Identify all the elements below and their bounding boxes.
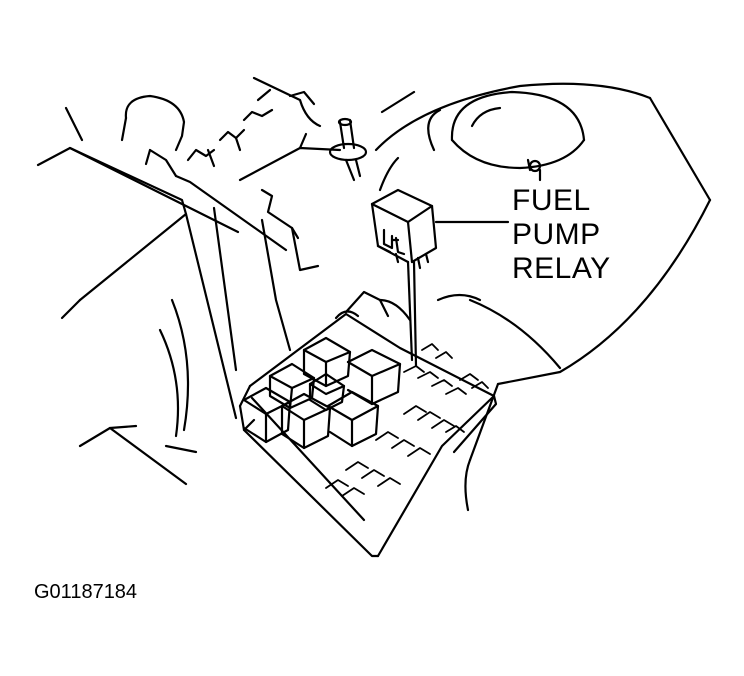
bracket-wall bbox=[212, 76, 342, 372]
battery-housing bbox=[120, 88, 288, 252]
mounting-post bbox=[328, 117, 368, 182]
callout-leader bbox=[406, 220, 510, 368]
fuel-pump-relay bbox=[370, 188, 438, 270]
fuel-pump-relay-label: FUEL PUMP RELAY bbox=[512, 184, 611, 286]
label-line-3: RELAY bbox=[512, 252, 611, 285]
label-line-2: PUMP bbox=[512, 218, 601, 251]
figure-id: G01187184 bbox=[34, 581, 138, 603]
body-edge-right bbox=[464, 382, 500, 512]
strut-tower-outline bbox=[374, 82, 712, 386]
left-fender-panel bbox=[36, 106, 240, 454]
relay-fuse-box bbox=[238, 290, 498, 558]
strut-cap bbox=[450, 90, 586, 182]
label-line-1: FUEL bbox=[512, 184, 591, 217]
lower-panel-edge bbox=[78, 424, 188, 486]
